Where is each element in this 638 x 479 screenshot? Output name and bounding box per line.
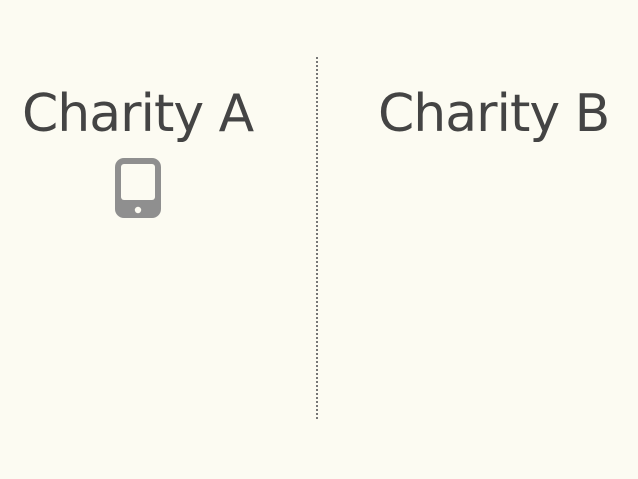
mobile-phone-icon [115, 158, 161, 218]
column-divider [316, 57, 318, 419]
charity-b-heading: Charity B [378, 84, 610, 144]
charity-a-heading: Charity A [22, 84, 254, 144]
